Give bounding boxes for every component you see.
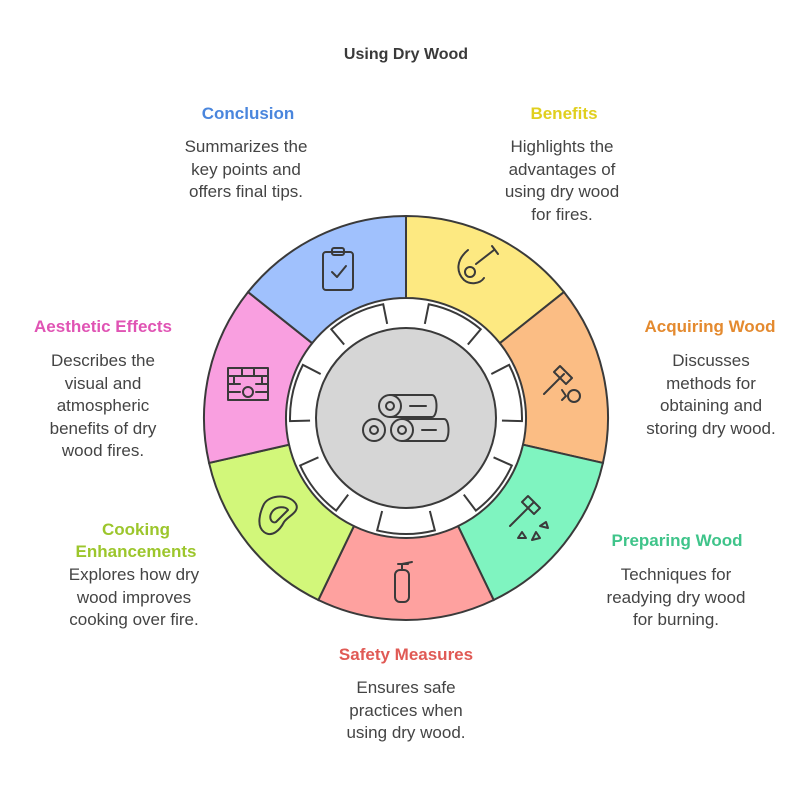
fire-icon: [457, 245, 499, 285]
cooking-label-line-2: Enhancements: [75, 542, 197, 561]
desc-line: Techniques for: [620, 565, 732, 584]
conclusion-segment: [246, 214, 407, 345]
cooking-description: Explores how dry wood improves cooking o…: [48, 564, 220, 632]
desc-line: using dry wood: [504, 182, 620, 201]
desc-line: obtaining and: [659, 396, 763, 415]
conclusion-label: Conclusion: [201, 104, 295, 123]
diagram-title: Using Dry Wood: [343, 46, 469, 63]
cooking-label-line-1: Cooking: [102, 520, 170, 539]
desc-line: for burning.: [633, 610, 719, 629]
desc-line: benefits of dry: [49, 418, 157, 438]
desc-line: visual and: [64, 373, 142, 393]
steak-icon: [258, 495, 298, 536]
aesthetic-label: Aesthetic Effects: [34, 317, 172, 336]
safety-description: Ensures safe practices when using dry wo…: [320, 677, 492, 745]
axe-chips-icon: [509, 495, 549, 541]
desc-line: for fires.: [531, 204, 593, 224]
aesthetic-description: Describes the visual and atmospheric ben…: [20, 350, 186, 463]
desc-line: Highlights the: [510, 137, 614, 156]
desc-line: using dry wood.: [346, 723, 466, 742]
preparing-label: Preparing Wood: [611, 531, 743, 550]
desc-line: wood improves: [76, 587, 192, 607]
desc-line: Explores how dry: [68, 565, 200, 584]
logs-icon: [362, 394, 450, 442]
preparing-description: Techniques for readying dry wood for bur…: [590, 564, 762, 632]
desc-line: Ensures safe: [356, 678, 456, 697]
desc-line: wood fires.: [61, 441, 145, 460]
desc-line: key points and: [191, 159, 301, 179]
extinguisher-icon: [394, 561, 413, 603]
desc-line: Summarizes the: [184, 137, 308, 156]
desc-line: atmospheric: [56, 396, 150, 415]
desc-line: practices when: [349, 700, 463, 720]
desc-line: advantages of: [508, 159, 616, 179]
benefits-description: Highlights the advantages of using dry w…: [476, 136, 648, 226]
conclusion-description: Summarizes the key points and offers fin…: [160, 136, 332, 204]
benefits-label: Benefits: [530, 104, 598, 123]
desc-line: Describes the: [51, 351, 155, 370]
desc-line: offers final tips.: [188, 182, 304, 201]
cooking-label: Cooking Enhancements: [62, 519, 210, 563]
desc-line: methods for: [666, 373, 756, 393]
clipboard-check-icon: [322, 247, 354, 291]
desc-line: readying dry wood: [606, 587, 746, 607]
desc-line: cooking over fire.: [69, 610, 199, 629]
acquiring-label: Acquiring Wood: [644, 317, 776, 336]
fireplace-icon: [227, 367, 269, 401]
desc-line: Discusses: [672, 351, 750, 370]
safety-label: Safety Measures: [338, 645, 474, 664]
acquiring-description: Discusses methods for obtaining and stor…: [626, 350, 796, 440]
desc-line: storing dry wood.: [646, 418, 776, 438]
axe-log-icon: [543, 365, 581, 403]
